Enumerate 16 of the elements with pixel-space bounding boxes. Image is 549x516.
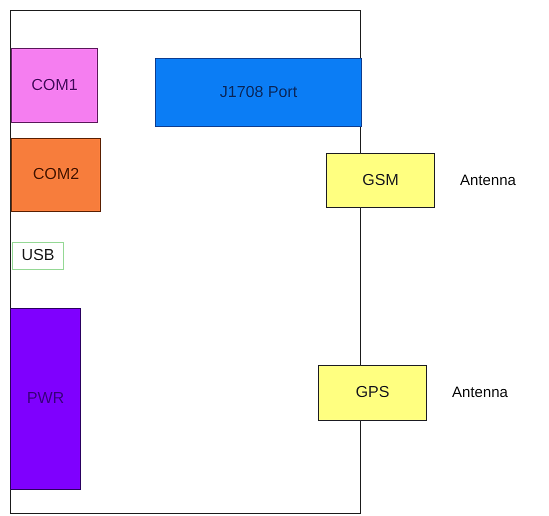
block-label: COM1 — [31, 76, 78, 94]
side-label: Antenna — [452, 384, 508, 401]
port-block — [12, 242, 64, 270]
connector-block — [10, 308, 81, 490]
block-label: COM2 — [32, 166, 80, 184]
port-block — [11, 138, 101, 212]
block-label: USB — [22, 247, 54, 265]
module-block — [318, 365, 427, 421]
block-label: GPS — [356, 384, 390, 402]
block-label: J1708 Port — [220, 84, 298, 102]
side-label: Antenna — [460, 172, 516, 188]
module-block — [326, 153, 435, 208]
block-label: GSM — [362, 172, 399, 190]
port-block — [155, 58, 362, 127]
port-block — [11, 48, 98, 123]
block-label: PWR — [26, 390, 64, 408]
